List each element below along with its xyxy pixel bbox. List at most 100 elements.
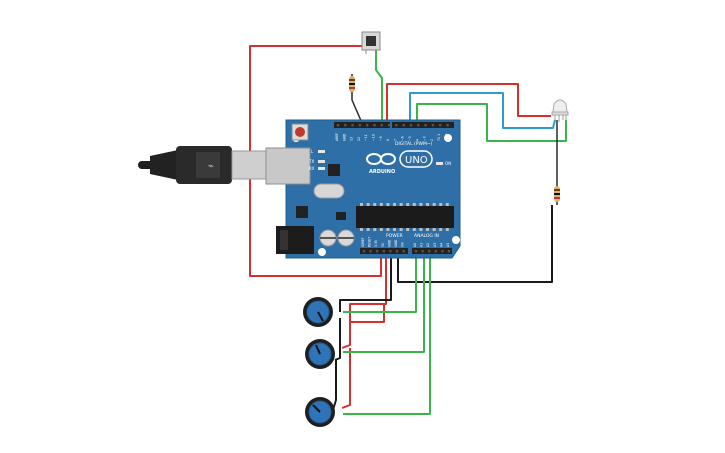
pin-label: 13 (350, 137, 354, 141)
smd-chip (336, 212, 346, 220)
pin-socket[interactable] (376, 250, 379, 253)
pin-socket[interactable] (351, 124, 354, 127)
pin-socket[interactable] (431, 124, 435, 127)
wire-blue-led[interactable] (409, 92, 556, 129)
chip-leg (412, 203, 416, 206)
pin-label: TX 1 (437, 134, 441, 142)
wire-red-pot2[interactable] (341, 322, 351, 349)
pin-socket[interactable] (395, 124, 398, 127)
tx-led-label: TX (308, 159, 314, 164)
pin-socket[interactable] (380, 124, 383, 127)
usb-chip (328, 164, 340, 176)
arduino-uno-board[interactable]: L TX RX ON UNO ARDUINO DIGITAL (PWM~) PO… (265, 119, 461, 259)
pin-label: A4 (439, 243, 443, 247)
wire-green-a0[interactable] (343, 253, 417, 313)
mount-hole-icon (318, 248, 326, 256)
atmega-chip (356, 206, 454, 228)
usb-b-port (265, 147, 311, 185)
on-led-icon (436, 162, 443, 165)
digital-header-left (334, 122, 390, 128)
wire-red-button-5v[interactable] (249, 45, 382, 277)
arduino-logo (366, 150, 433, 168)
pin-socket[interactable] (402, 124, 405, 127)
pin-socket[interactable] (362, 250, 366, 253)
voltage-regulator (296, 206, 308, 218)
pin-socket[interactable] (446, 124, 449, 127)
pin-label: 7 (393, 139, 397, 141)
pin-socket[interactable] (402, 250, 405, 253)
rgb-led-lens (552, 99, 568, 113)
l-led-label: L (311, 149, 314, 154)
wire-green-a1[interactable] (343, 253, 425, 353)
chip-leg (439, 228, 443, 231)
usb-cable-strain-relief (150, 150, 178, 180)
pin-label: 4 (415, 139, 419, 141)
wire-green-led[interactable] (416, 103, 567, 142)
pin-socket[interactable] (382, 250, 385, 253)
resistor-button[interactable] (349, 76, 355, 92)
pot-indicator (315, 344, 321, 355)
chip-leg (386, 228, 390, 231)
pin-socket[interactable] (409, 124, 413, 127)
push-button[interactable] (361, 31, 381, 54)
pin-socket[interactable] (336, 124, 340, 127)
pin-label: ~5 (408, 136, 412, 141)
pin-label: ~10 (372, 134, 376, 141)
reset-button-cap[interactable] (295, 127, 305, 137)
usb-cable[interactable]: ⌁ (138, 146, 267, 184)
mount-hole-icon (444, 134, 452, 142)
wire-black-pot3[interactable] (332, 360, 337, 411)
pin-socket[interactable] (414, 250, 418, 253)
chip-leg (439, 203, 443, 206)
power-header-label: POWER (386, 233, 403, 239)
pin-socket[interactable] (417, 124, 420, 127)
pin-socket[interactable] (369, 250, 372, 253)
pot-indicator (312, 404, 321, 413)
wire-red-pot3[interactable] (341, 348, 351, 409)
wire-black-ground-led[interactable] (397, 205, 553, 283)
rgb-led[interactable] (551, 99, 569, 122)
resistor-led[interactable] (554, 186, 560, 202)
chip-leg (406, 228, 410, 231)
wire-black-pot2[interactable] (334, 318, 341, 361)
chip-leg (445, 203, 449, 206)
pin-socket[interactable] (373, 124, 376, 127)
pin-socket[interactable] (387, 124, 391, 127)
pin-socket[interactable] (434, 250, 437, 253)
wire-green-a2[interactable] (343, 253, 431, 415)
usb-plug-metal (231, 150, 267, 180)
pin-socket[interactable] (441, 250, 444, 253)
pin-socket[interactable] (447, 250, 451, 253)
pin-socket[interactable] (389, 250, 392, 253)
pin-socket[interactable] (366, 124, 369, 127)
push-button-cap[interactable] (366, 36, 376, 46)
pin-socket[interactable] (439, 124, 442, 127)
potentiometer-2[interactable] (305, 339, 335, 369)
pin-label: Vin (401, 242, 405, 247)
pin-label: ~6 (401, 136, 405, 141)
pin-socket[interactable] (358, 124, 362, 127)
pin-socket[interactable] (424, 124, 427, 127)
pin-label: A2 (426, 243, 430, 247)
pin-socket[interactable] (344, 124, 347, 127)
pin-socket[interactable] (421, 250, 424, 253)
chip-leg (373, 203, 377, 206)
chip-leg (412, 228, 416, 231)
wire-green-button-pin[interactable] (375, 48, 383, 123)
potentiometer-1[interactable] (303, 297, 333, 327)
pin-label: GND (394, 239, 398, 247)
pin-socket[interactable] (395, 250, 399, 253)
wire-black-gnd-bus[interactable] (339, 253, 392, 312)
chip-leg (399, 203, 403, 206)
pin-label: IOREF (361, 237, 365, 247)
pin-label: RESET (368, 237, 372, 247)
pin-socket[interactable] (428, 250, 431, 253)
potentiometer-3[interactable] (305, 397, 335, 427)
power-jack-inner (280, 230, 288, 250)
pin-label: GND (387, 239, 391, 247)
wire-red-led[interactable] (386, 83, 551, 123)
